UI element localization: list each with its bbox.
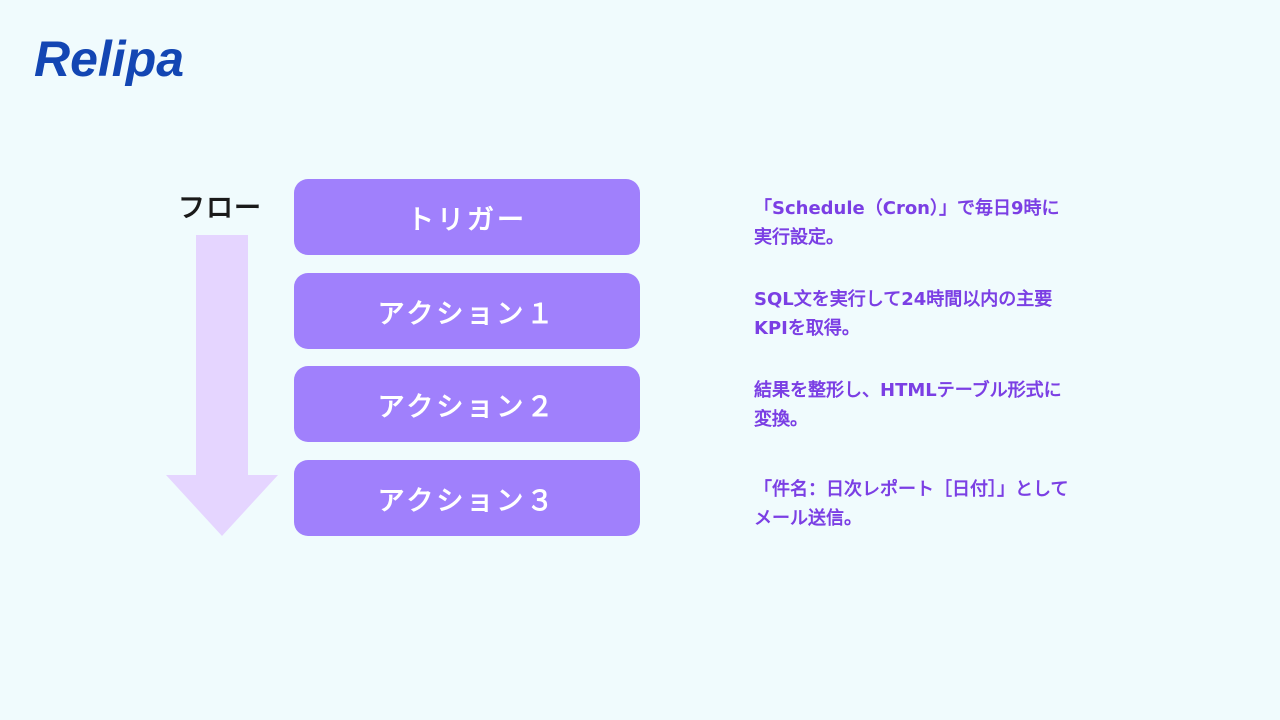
description-line: メール送信。 bbox=[754, 508, 862, 529]
relipa-logo: Relipa bbox=[34, 31, 184, 86]
svg-text:Relipa: Relipa bbox=[34, 31, 184, 86]
step-description-action-2: 結果を整形し、HTMLテーブル形式に 変換。 bbox=[754, 376, 1134, 434]
description-line: 「Schedule（Cron）」で毎日9時に bbox=[754, 198, 1060, 219]
step-box-action-1: アクション１ bbox=[294, 273, 640, 349]
step-description-action-3: 「件名：日次レポート［日付］」として メール送信。 bbox=[754, 475, 1134, 533]
step-description-trigger: 「Schedule（Cron）」で毎日9時に 実行設定。 bbox=[754, 194, 1134, 252]
step-box-action-2: アクション２ bbox=[294, 366, 640, 442]
description-line: KPIを取得。 bbox=[754, 318, 860, 339]
flow-down-arrow bbox=[166, 235, 278, 536]
step-box-trigger: トリガー bbox=[294, 179, 640, 255]
flow-label: フロー bbox=[178, 193, 262, 224]
step-description-action-1: SQL文を実行して24時間以内の主要 KPIを取得。 bbox=[754, 285, 1134, 343]
description-line: SQL文を実行して24時間以内の主要 bbox=[754, 289, 1053, 310]
description-line: 「件名：日次レポート［日付］」として bbox=[754, 479, 1069, 500]
description-line: 変換。 bbox=[754, 409, 808, 430]
step-box-action-3: アクション３ bbox=[294, 460, 640, 536]
description-line: 結果を整形し、HTMLテーブル形式に bbox=[754, 380, 1062, 401]
description-line: 実行設定。 bbox=[754, 227, 844, 248]
